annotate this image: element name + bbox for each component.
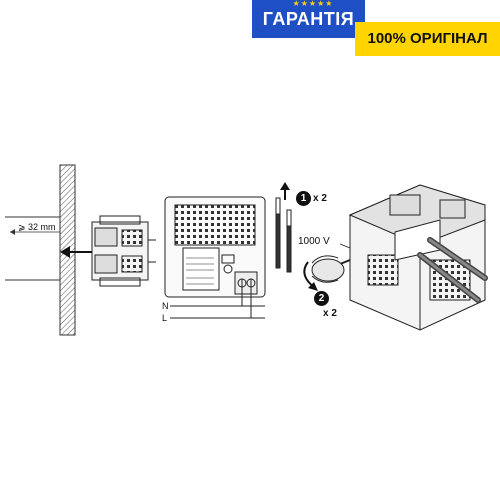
step2-count: x 2 bbox=[323, 308, 337, 319]
step1-count: x 2 bbox=[313, 193, 327, 204]
guarantee-badge: ГАРАНТІЯ bbox=[252, 0, 365, 38]
pull-up-arrow-icon bbox=[280, 182, 290, 200]
mechanism-side-view bbox=[91, 215, 156, 287]
step2-badge: 2 bbox=[314, 291, 329, 306]
line-label: L bbox=[162, 313, 168, 323]
original-badge: 100% ОРИГІНАЛ bbox=[355, 22, 500, 56]
rotate-arrow-icon bbox=[303, 261, 318, 291]
stars-rating-icon: ★★★★★ bbox=[292, 0, 334, 8]
insert-arrow-icon bbox=[60, 246, 92, 258]
mechanism-back-view bbox=[164, 196, 266, 298]
step1-badge: 1 bbox=[296, 191, 311, 206]
depth-label: ⩾ 32 mm bbox=[18, 222, 56, 232]
neutral-label: N bbox=[162, 301, 169, 311]
voltage-label: 1000 V bbox=[298, 236, 330, 247]
mechanism-isometric-view bbox=[348, 184, 486, 331]
stripped-wires bbox=[275, 197, 292, 273]
supply-wires bbox=[170, 287, 265, 319]
